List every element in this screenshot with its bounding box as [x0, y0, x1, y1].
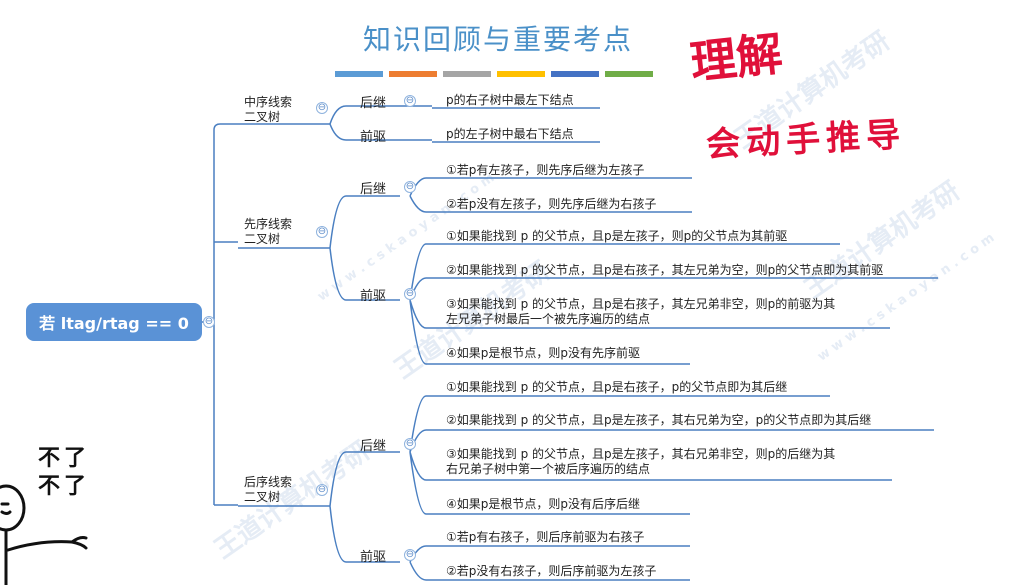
leaf-text: ③如果能找到 p 的父节点，且p是右孩子，其左兄弟非空，则p的前驱为其	[446, 297, 836, 311]
leaf-text: ①如果能找到 p 的父节点，且p是左孩子，则p的父节点为其前驱	[446, 229, 788, 243]
stripe	[443, 71, 491, 77]
handwritten-note: 理解	[687, 26, 785, 90]
branch-label: 二叉树	[244, 110, 281, 124]
leaf-text: ②如果能找到 p 的父节点，且p是右孩子，其左兄弟为空，则p的父节点即为其前驱	[446, 263, 884, 277]
branch-preorder-thread-tree[interactable]: 先序线索 二叉树	[244, 217, 292, 247]
leaf-text: ④如果p是根节点，则p没有后序后继	[446, 497, 640, 511]
stripe	[551, 71, 599, 77]
sub-successor[interactable]: 后继	[360, 96, 387, 111]
stripe	[389, 71, 437, 77]
meme-text: 不了	[38, 474, 91, 499]
leaf-text: ③如果能找到 p 的父节点，且p是左孩子，其右兄弟非空，则p的后继为其	[446, 447, 836, 461]
branch-postorder-thread-tree[interactable]: 后序线索 二叉树	[244, 475, 292, 505]
sub-predecessor[interactable]: 前驱	[360, 550, 387, 565]
branch-label: 后序线索	[244, 475, 293, 489]
leaf-text: ①若p有左孩子，则先序后继为左孩子	[446, 163, 645, 177]
collapse-icon[interactable]: ⊖	[316, 102, 328, 114]
collapse-icon[interactable]: ⊖	[404, 95, 416, 107]
collapse-icon[interactable]: ⊖	[316, 484, 328, 496]
stripe	[335, 71, 383, 77]
page-title: 知识回顾与重要考点	[362, 23, 633, 56]
stripe	[605, 71, 653, 77]
leaf-text: ④如果p是根节点，则p没有先序前驱	[446, 346, 640, 360]
branch-label: 二叉树	[244, 490, 281, 504]
sub-successor[interactable]: 后继	[360, 182, 387, 197]
branch-label: 中序线索	[244, 95, 293, 109]
collapse-icon[interactable]: ⊖	[404, 438, 416, 450]
stripe	[497, 71, 545, 77]
leaf-text: ②如果能找到 p 的父节点，且p是左孩子，其右兄弟为空，p的父节点即为其后继	[446, 413, 872, 427]
meme-text: 不了	[38, 446, 91, 471]
root-node[interactable]: 若 ltag/rtag == 0	[26, 303, 202, 341]
collapse-icon[interactable]: ⊖	[404, 288, 416, 300]
collapse-icon[interactable]: ⊖	[404, 549, 416, 561]
leaf-text: 左兄弟子树最后一个被先序遍历的结点	[446, 312, 651, 326]
leaf-text: ①如果能找到 p 的父节点，且p是右孩子，p的父节点即为其后继	[446, 380, 788, 394]
leaf-text: p的右子树中最左下结点	[446, 93, 574, 107]
collapse-icon[interactable]: ⊖	[404, 181, 416, 193]
sub-predecessor[interactable]: 前驱	[360, 130, 387, 145]
sub-successor[interactable]: 后继	[360, 439, 387, 454]
stick-figure-icon	[0, 484, 88, 585]
leaf-text: ②若p没有右孩子，则后序前驱为左孩子	[446, 564, 657, 578]
collapse-icon[interactable]: ⊖	[316, 226, 328, 238]
branch-inorder-thread-tree[interactable]: 中序线索 二叉树	[244, 95, 292, 125]
branch-label: 先序线索	[244, 217, 293, 231]
leaf-text: 右兄弟子树中第一个被后序遍历的结点	[446, 462, 651, 476]
sub-predecessor[interactable]: 前驱	[360, 289, 387, 304]
handwritten-note: 会动手推导	[705, 114, 908, 166]
leaf-text: p的左子树中最右下结点	[446, 127, 574, 141]
leaf-text: ②若p没有左孩子，则先序后继为右孩子	[446, 197, 657, 211]
collapse-icon[interactable]: ⊖	[203, 316, 215, 328]
leaf-text: ①若p有右孩子，则后序前驱为右孩子	[446, 530, 645, 544]
branch-label: 二叉树	[244, 232, 281, 246]
